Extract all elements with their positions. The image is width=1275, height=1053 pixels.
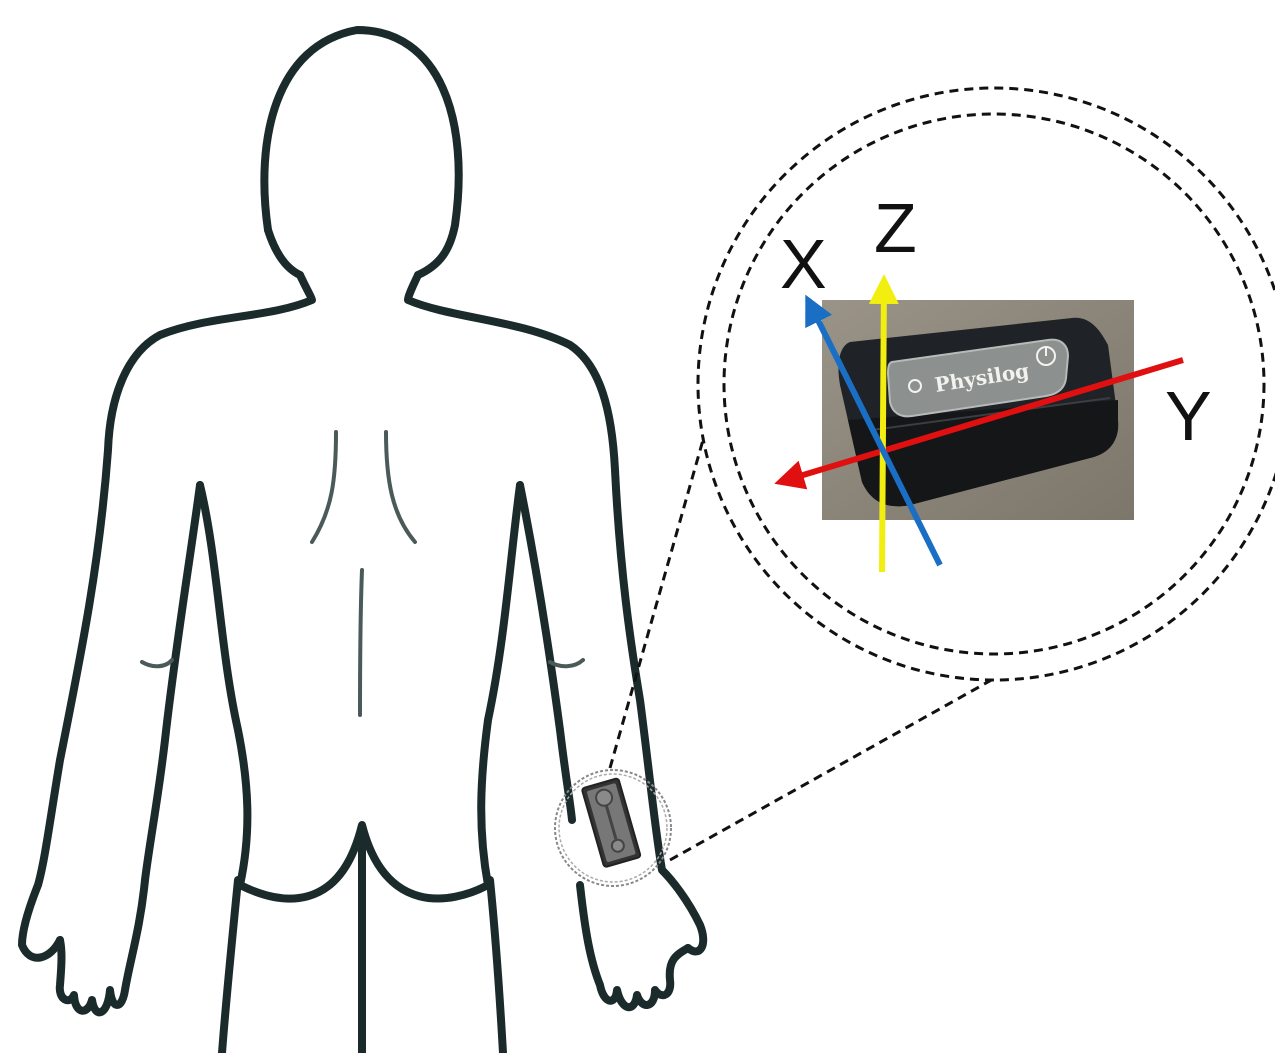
back-detail-lines — [142, 432, 583, 715]
torso-right-side — [481, 485, 520, 885]
y-axis-label: Y — [1165, 377, 1212, 455]
human-body-outline — [22, 30, 703, 1053]
left-scapula-line — [312, 432, 336, 542]
x-axis-label: X — [780, 225, 827, 303]
sensor-photo: Physilog — [822, 300, 1134, 520]
right-leg — [490, 880, 503, 1053]
head-left-cheek — [268, 230, 300, 275]
torso-left-side — [200, 485, 247, 885]
connector-line-lower — [670, 678, 995, 860]
right-inner-arm — [520, 485, 572, 820]
wrist-sensor-device — [582, 778, 641, 867]
right-body-contour — [408, 275, 703, 951]
head-outline — [264, 30, 458, 275]
left-body-contour — [22, 275, 312, 958]
right-hand — [580, 885, 688, 1007]
spine-line — [360, 570, 362, 715]
z-axis-label: Z — [874, 189, 917, 267]
left-elbow-mark — [142, 660, 172, 666]
zoom-inset: Physilog X Z Y — [698, 88, 1275, 680]
left-leg — [222, 880, 238, 1053]
z-axis-arrow — [882, 280, 884, 572]
right-elbow-mark — [550, 660, 583, 666]
left-inner-arm — [145, 485, 200, 880]
right-scapula-line — [386, 432, 415, 542]
left-hand — [60, 880, 145, 1012]
